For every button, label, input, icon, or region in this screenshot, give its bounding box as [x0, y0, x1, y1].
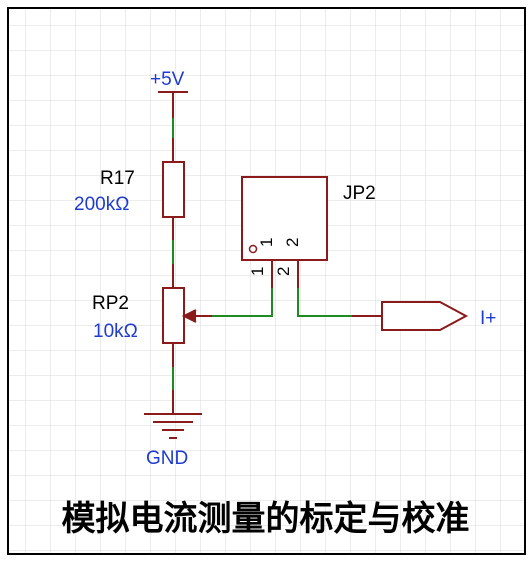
r17-value: 200kΩ	[74, 194, 129, 215]
wire-jp2-port	[297, 288, 352, 317]
rp2-potentiometer-icon	[162, 287, 185, 344]
port-arrow-icon	[381, 301, 469, 331]
wire-wiper-jp2	[212, 288, 273, 317]
r17-ref: R17	[100, 168, 135, 189]
diagram-caption: 模拟电流测量的标定与校准	[61, 499, 470, 539]
jp2-pin1-number: 1	[248, 267, 267, 276]
rp2-value: 10kΩ	[93, 321, 138, 342]
gnd-label: GND	[146, 448, 188, 469]
jp2-pin1-marker-icon	[248, 244, 258, 254]
port-net-label: I+	[480, 308, 496, 329]
power-symbol-icon	[158, 91, 188, 118]
jp2-inner-pin1: 1	[257, 238, 276, 247]
r17-resistor-icon	[162, 161, 185, 218]
rp2-ref: RP2	[92, 293, 129, 314]
jp2-inner-pin2: 2	[283, 238, 302, 247]
grid-background	[8, 8, 525, 554]
rp2-wiper-arrow-icon	[181, 309, 212, 323]
ground-symbol-icon	[144, 413, 202, 439]
vcc-label: +5V	[150, 69, 185, 90]
sheet-frame	[7, 7, 526, 555]
jp2-ref: JP2	[343, 183, 376, 204]
jp2-pin2-number: 2	[274, 267, 293, 276]
